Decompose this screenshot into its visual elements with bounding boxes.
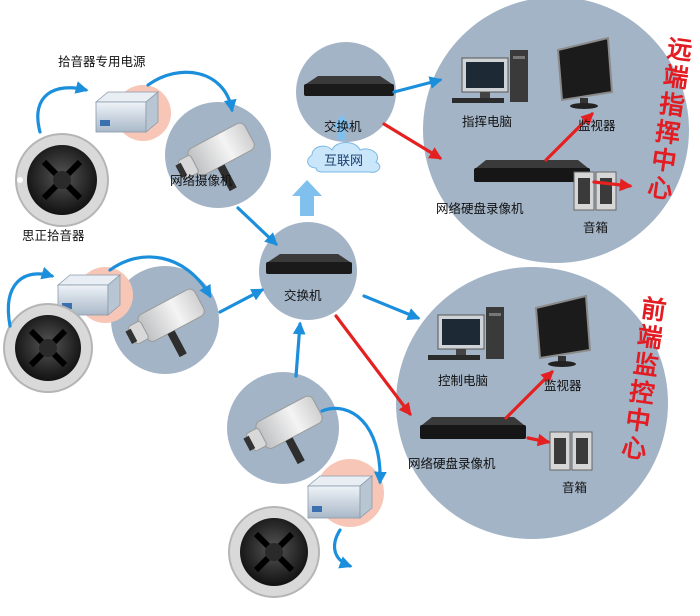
pickup-power-label: 拾音器专用电源 [58,54,146,69]
local-monitor-label: 监视器 [544,378,582,393]
remote-nvr-device [474,160,590,182]
pickup-label: 思正拾音器 [22,228,85,243]
local-title-char-6: 心 [620,432,649,464]
local-speaker-label: 音箱 [562,480,587,495]
remote-center-circle [423,0,689,263]
local-monitor-device [534,294,592,367]
pickup-microphone-1 [15,133,109,227]
internet-cloud [307,142,381,173]
local-title-char-2: 端 [635,321,664,353]
local-nvr-label: 网络硬盘录像机 [408,456,496,471]
remote-center-title: 远 端 指 挥 中 心 [646,34,694,205]
remote-speaker-label: 音箱 [583,220,608,235]
main-switch-device [266,254,352,274]
local-title-char-4: 控 [628,377,657,409]
remote-monitor-label: 监视器 [578,118,616,133]
command-pc-label: 指挥电脑 [462,114,512,129]
local-speaker-device [549,431,593,471]
remote-switch-device [304,76,394,96]
pickup-power-unit-3 [306,459,384,527]
local-nvr-device [420,417,526,439]
pickup-power-unit-2 [56,267,133,323]
remote-title-char-1: 远 [665,34,694,66]
control-pc-device [428,307,504,360]
blue-arrows [6,70,443,569]
pickup-microphone-2 [3,303,93,393]
uplink-arrows [292,114,352,216]
remote-title-char-4: 挥 [654,117,683,149]
internet-label: 互联网 [324,154,363,169]
network-camera-3 [243,395,323,465]
red-arrows [334,112,633,447]
network-camera-label: 网络摄像机 [170,173,233,188]
remote-switch-label: 交换机 [324,119,362,134]
remote-monitor-device [556,36,614,109]
remote-title-char-3: 指 [657,89,686,121]
pickup-microphone-3 [228,506,320,598]
local-title-char-1: 前 [639,294,668,326]
remote-title-char-5: 中 [650,144,679,176]
pickup-power-unit-1 [94,85,171,141]
main-switch-label: 交换机 [284,288,322,303]
remote-title-char-2: 端 [661,61,690,93]
command-pc-device [452,50,528,103]
network-camera-1 [175,122,255,192]
control-pc-label: 控制电脑 [438,373,488,388]
remote-nvr-label: 网络硬盘录像机 [436,201,524,216]
local-center-title: 前 端 监 控 中 心 [620,294,668,465]
network-camera-2 [125,288,205,358]
local-title-char-3: 监 [631,349,660,381]
local-title-char-5: 中 [624,404,653,436]
remote-title-char-6: 心 [646,172,675,204]
